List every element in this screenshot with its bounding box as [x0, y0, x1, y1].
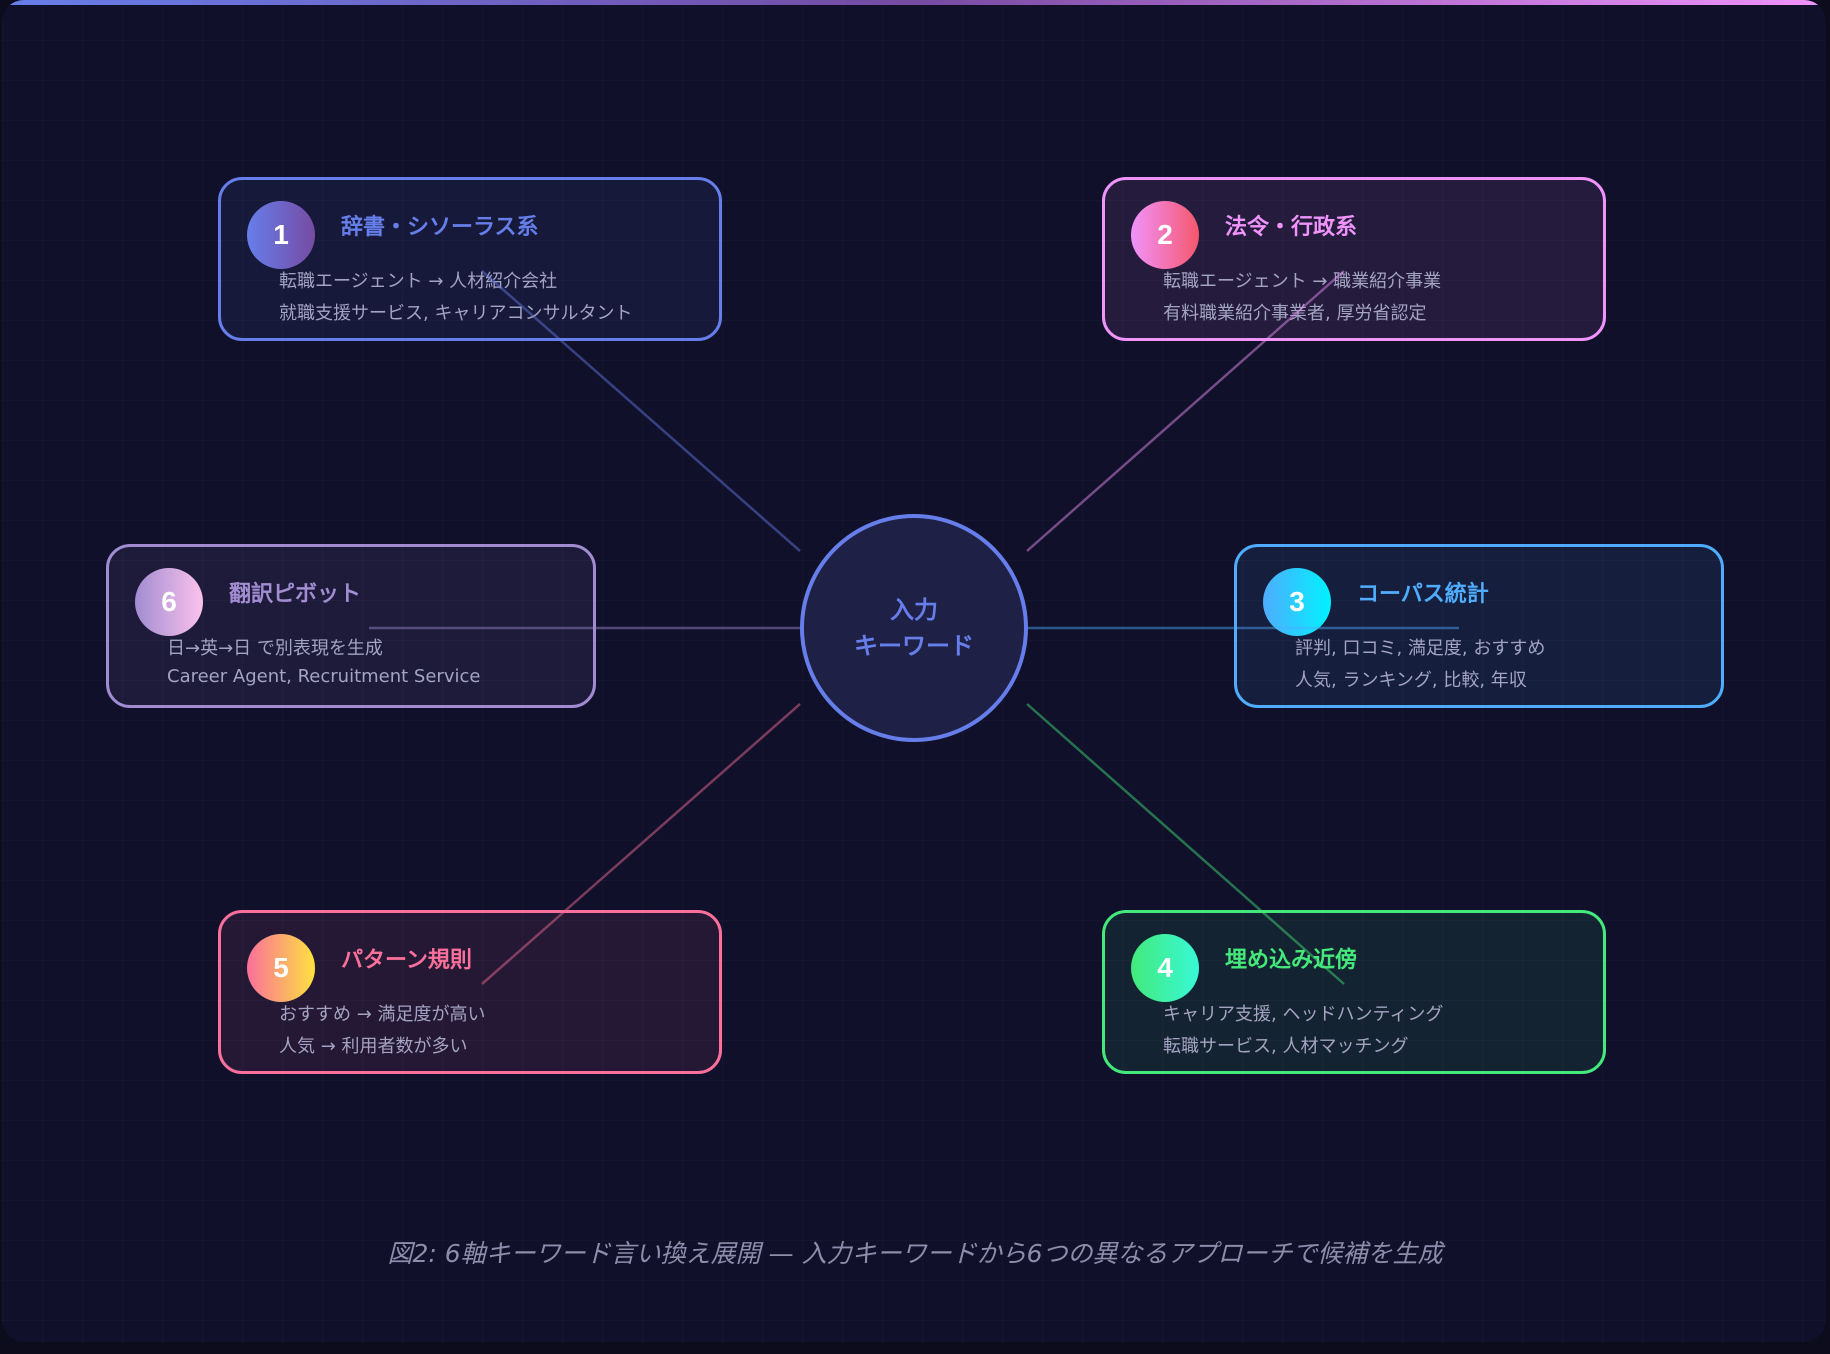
hub-label-line2: キーワード [854, 632, 974, 660]
axis-card-translation: 6 翻訳ピボット 日→英→日 で別表現を生成 Career Agent, Rec… [106, 544, 596, 708]
hub-label-line1: 入力 [890, 596, 938, 624]
axis-title: 翻訳ピボット [229, 582, 362, 607]
axis-number-badge: 5 [247, 934, 315, 1002]
figure-caption: 図2: 6軸キーワード言い換え展開 — 入力キーワードから6つの異なるアプローチ… [387, 1239, 1443, 1268]
axis-example: 人気 → 利用者数が多い [279, 1036, 468, 1057]
axis-title: 法令・行政系 [1225, 215, 1358, 240]
axis-example: 転職エージェント → 人材紹介会社 [279, 271, 558, 292]
axis-title: パターン規則 [341, 948, 472, 973]
axis-number-badge: 3 [1263, 568, 1331, 636]
axis-number-badge: 6 [135, 568, 203, 636]
axis-number-badge: 1 [247, 201, 315, 269]
axis-example: キャリア支援, ヘッドハンティング [1163, 1004, 1444, 1025]
axis-card-pattern: 5 パターン規則 おすすめ → 満足度が高い 人気 → 利用者数が多い [218, 910, 722, 1074]
top-accent-bar [2, 0, 1826, 5]
axis-example: Career Agent, Recruitment Service [167, 666, 481, 687]
axis-card-legal: 2 法令・行政系 転職エージェント → 職業紹介事業 有料職業紹介事業者, 厚労… [1102, 177, 1606, 341]
axis-example: 評判, 口コミ, 満足度, おすすめ [1295, 638, 1546, 659]
axis-example: 転職エージェント → 職業紹介事業 [1163, 271, 1442, 292]
axis-example: おすすめ → 満足度が高い [279, 1004, 486, 1025]
input-keyword-hub: 入力 キーワード [800, 514, 1028, 742]
axis-example: 日→英→日 で別表現を生成 [167, 638, 383, 659]
axis-title: 辞書・シソーラス系 [341, 215, 539, 240]
axis-card-embedding: 4 埋め込み近傍 キャリア支援, ヘッドハンティング 転職サービス, 人材マッチ… [1102, 910, 1606, 1074]
axis-number-badge: 2 [1131, 201, 1199, 269]
axis-example: 転職サービス, 人材マッチング [1163, 1036, 1409, 1057]
axis-title: 埋め込み近傍 [1225, 948, 1358, 973]
axis-title: コーパス統計 [1357, 582, 1489, 607]
axis-number-badge: 4 [1131, 934, 1199, 1002]
axis-card-dictionary: 1 辞書・シソーラス系 転職エージェント → 人材紹介会社 就職支援サービス, … [218, 177, 722, 341]
axis-example: 人気, ランキング, 比較, 年収 [1295, 670, 1527, 691]
axis-card-corpus: 3 コーパス統計 評判, 口コミ, 満足度, おすすめ 人気, ランキング, 比… [1234, 544, 1724, 708]
axis-example: 就職支援サービス, キャリアコンサルタント [279, 303, 633, 324]
axis-example: 有料職業紹介事業者, 厚労省認定 [1163, 303, 1427, 324]
